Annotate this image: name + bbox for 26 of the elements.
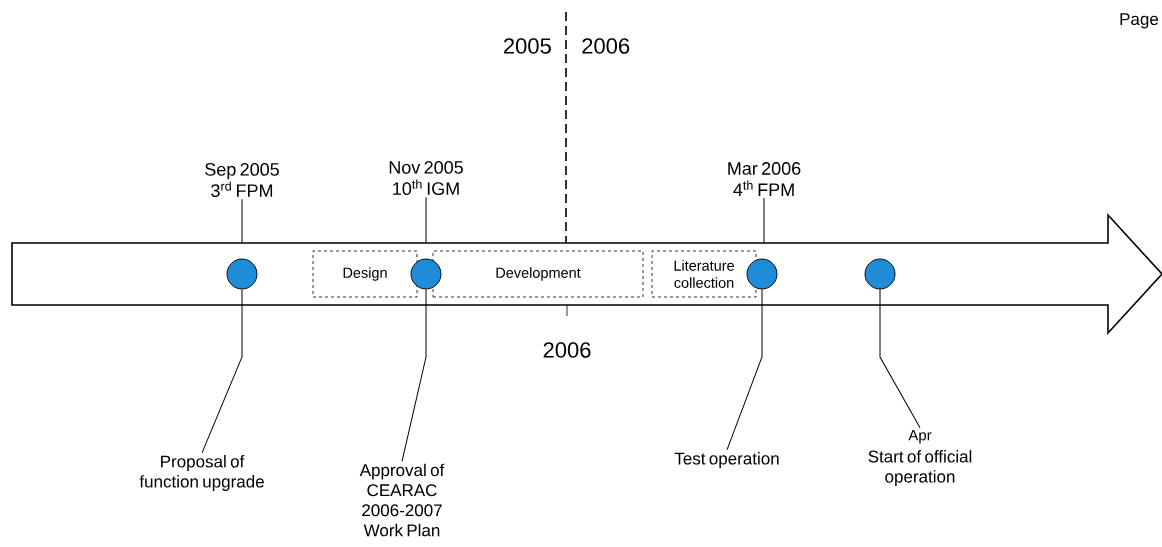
milestone-dot — [410, 258, 442, 290]
milestone-dot — [226, 258, 258, 290]
year-label: 2006 — [582, 38, 630, 54]
event-label: Sep 2005 3$^{rd}$ FPM — [205, 163, 279, 197]
milestone-dot — [746, 258, 778, 290]
activity-label: Test operation — [674, 452, 779, 468]
phase-box: Development — [432, 250, 644, 298]
phase-box: Design — [312, 250, 418, 298]
year-label: 2005 — [504, 38, 551, 54]
leader-line — [879, 288, 921, 429]
leader-line — [201, 288, 243, 454]
activity-label: Proposal of function upgrade — [139, 455, 264, 491]
page-label: Page — [1120, 13, 1159, 29]
tick-line — [425, 196, 427, 244]
tick-line — [241, 198, 243, 244]
milestone-dot — [864, 258, 896, 290]
leader-line — [401, 288, 427, 462]
year-label: 2006 — [543, 342, 591, 358]
phase-box: Literature collection — [651, 250, 757, 298]
event-label: Mar 2006 4$^{th}$ FPM — [728, 162, 801, 196]
leader-line — [726, 288, 763, 451]
tick-line — [763, 197, 765, 244]
timeline-arrow — [11, 212, 1162, 336]
activity-label: Approval of CEARAC 2006-2007 Work Plan — [359, 463, 445, 537]
activity-label: Apr Start of official operation — [868, 430, 972, 486]
event-label: Nov 2005 10$^{th}$ IGM — [389, 161, 463, 195]
